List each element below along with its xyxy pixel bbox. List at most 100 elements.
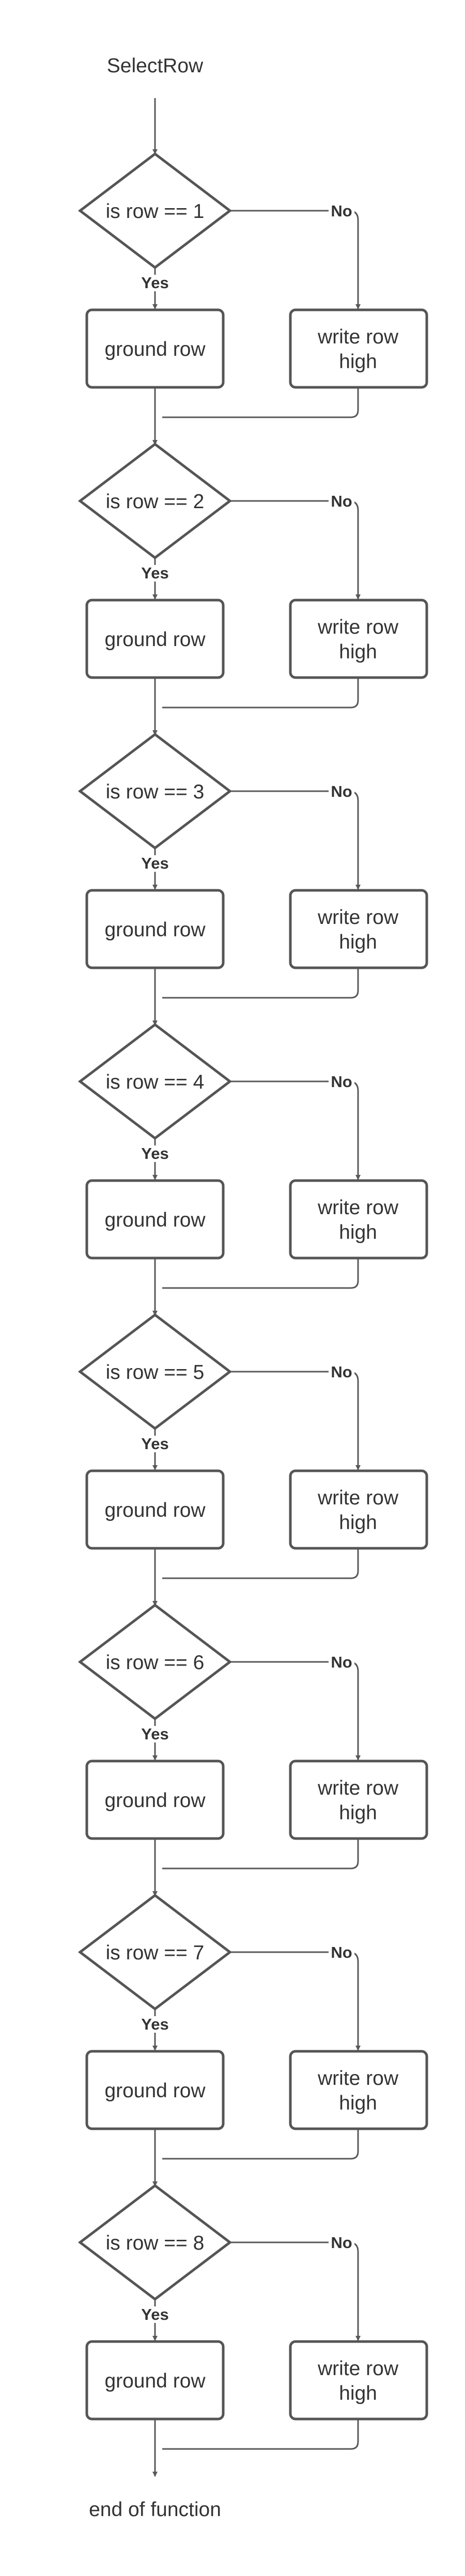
no-action-label-line: high	[339, 2092, 377, 2114]
yes-label: Yes	[141, 1144, 168, 1163]
no-label: No	[331, 782, 352, 800]
decision-label: is row == 1	[106, 200, 205, 223]
merge-connector	[162, 1258, 359, 1289]
no-action-label-line: high	[339, 351, 377, 373]
no-connector	[230, 500, 361, 600]
yes-label-backing	[140, 2306, 171, 2323]
decision-label: is row == 6	[106, 1652, 205, 1674]
no-action-box	[289, 1760, 428, 1840]
no-action-box	[289, 1469, 428, 1550]
yes-action-box	[85, 2340, 225, 2421]
no-connector	[230, 1080, 361, 1180]
decision-label: is row == 5	[106, 1361, 205, 1384]
no-action-label-line: high	[339, 931, 377, 953]
no-label-backing	[329, 1362, 354, 1380]
no-action-label-line: write row	[317, 2067, 399, 2090]
no-connector	[230, 2241, 361, 2341]
no-action-box	[289, 889, 428, 969]
merge-connector	[162, 968, 359, 999]
yes-label: Yes	[141, 274, 168, 292]
decision-diamond	[78, 732, 233, 850]
no-label: No	[331, 2234, 352, 2252]
no-label: No	[331, 1363, 352, 1381]
merge-connector	[162, 2419, 359, 2450]
yes-label-backing	[140, 1436, 171, 1452]
yes-label-backing	[140, 2016, 171, 2033]
no-action-label-line: high	[339, 1512, 377, 1534]
merge-connector	[162, 387, 359, 418]
no-label-backing	[329, 2233, 354, 2251]
decision-label: is row == 7	[106, 1942, 205, 1964]
decision-diamond	[78, 1023, 233, 1140]
no-action-box	[289, 2050, 428, 2130]
no-action-label-line: write row	[317, 906, 399, 929]
no-action-label-line: high	[339, 1221, 377, 1244]
yes-label-backing	[140, 565, 171, 582]
no-action-label-line: high	[339, 2382, 377, 2405]
no-action-label-line: write row	[317, 1487, 399, 1509]
yes-action-box	[85, 599, 225, 679]
yes-action-box	[85, 1760, 225, 1840]
decision-stage-5: is row == 5 Yes No ground row write row high	[78, 1313, 428, 1606]
no-label: No	[331, 1943, 352, 1961]
no-label-backing	[329, 1072, 354, 1090]
no-action-label-line: write row	[317, 1197, 399, 1219]
yes-label: Yes	[141, 1725, 168, 1743]
yes-label-backing	[140, 855, 171, 872]
yes-action-label: ground row	[104, 919, 206, 941]
yes-label: Yes	[141, 854, 168, 872]
no-action-box	[289, 308, 428, 389]
no-connector	[230, 790, 361, 890]
yes-action-label: ground row	[104, 1209, 206, 1231]
no-label: No	[331, 1653, 352, 1671]
no-action-box	[289, 2340, 428, 2421]
yes-action-box	[85, 1179, 225, 1260]
no-connector	[230, 1371, 361, 1470]
no-label-backing	[329, 782, 354, 799]
yes-action-label: ground row	[104, 629, 206, 651]
no-label: No	[331, 1073, 352, 1091]
no-action-box	[289, 599, 428, 679]
yes-label: Yes	[141, 564, 168, 582]
decision-diamond	[78, 1313, 233, 1431]
merge-connector	[162, 1839, 359, 1870]
decision-label: is row == 3	[106, 781, 205, 803]
no-label: No	[331, 492, 352, 510]
yes-label-backing	[140, 1145, 171, 1162]
yes-action-label: ground row	[104, 2370, 206, 2392]
no-connector	[230, 210, 361, 309]
yes-action-label: ground row	[104, 1499, 206, 1521]
decision-diamond	[78, 442, 233, 560]
decision-diamond	[78, 1893, 233, 2011]
yes-label-backing	[140, 275, 171, 291]
no-action-label-line: high	[339, 1802, 377, 1824]
yes-label: Yes	[141, 2015, 168, 2033]
merge-connector	[162, 1548, 359, 1579]
no-label-backing	[329, 201, 354, 219]
yes-action-box	[85, 1469, 225, 1550]
no-action-label-line: write row	[317, 326, 399, 348]
decision-diamond	[78, 1603, 233, 1721]
no-connector	[230, 1951, 361, 2051]
yes-action-label: ground row	[104, 338, 206, 360]
yes-action-label: ground row	[104, 2080, 206, 2102]
yes-label: Yes	[141, 1435, 168, 1453]
yes-action-box	[85, 889, 225, 969]
decision-label: is row == 4	[106, 1071, 205, 1093]
no-connector	[230, 1661, 361, 1761]
no-action-label-line: high	[339, 641, 377, 663]
yes-action-box	[85, 2050, 225, 2130]
yes-action-label: ground row	[104, 1789, 206, 1812]
end-label: end of function	[89, 2499, 221, 2521]
yes-action-box	[85, 308, 225, 389]
no-action-box	[289, 1179, 428, 1260]
